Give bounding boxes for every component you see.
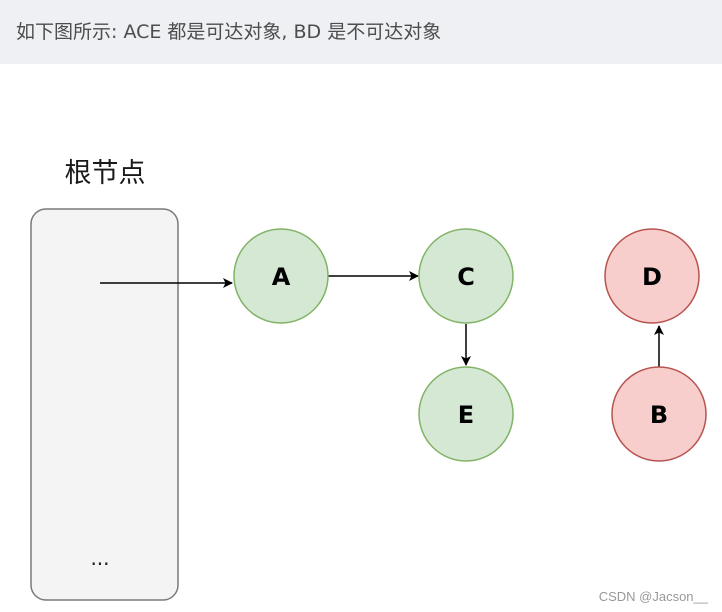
caption-bar: 如下图所示: ACE 都是可达对象, BD 是不可达对象 <box>0 0 722 64</box>
node-c-label: C <box>457 263 475 291</box>
csdn-watermark: CSDN @Jacson__ <box>598 589 708 604</box>
caption-text: 如下图所示: ACE 都是可达对象, BD 是不可达对象 <box>16 21 442 43</box>
node-e-label: E <box>458 401 474 429</box>
node-c: C <box>418 228 514 324</box>
root-ellipsis: ... <box>90 546 109 570</box>
node-b: B <box>611 366 707 462</box>
node-d-label: D <box>642 263 662 291</box>
node-a: A <box>233 228 329 324</box>
root-title: 根节点 <box>65 158 146 189</box>
node-b-label: B <box>650 401 668 429</box>
node-e: E <box>418 366 514 462</box>
root-box <box>30 208 179 601</box>
node-a-label: A <box>272 263 291 291</box>
node-d: D <box>604 228 700 324</box>
